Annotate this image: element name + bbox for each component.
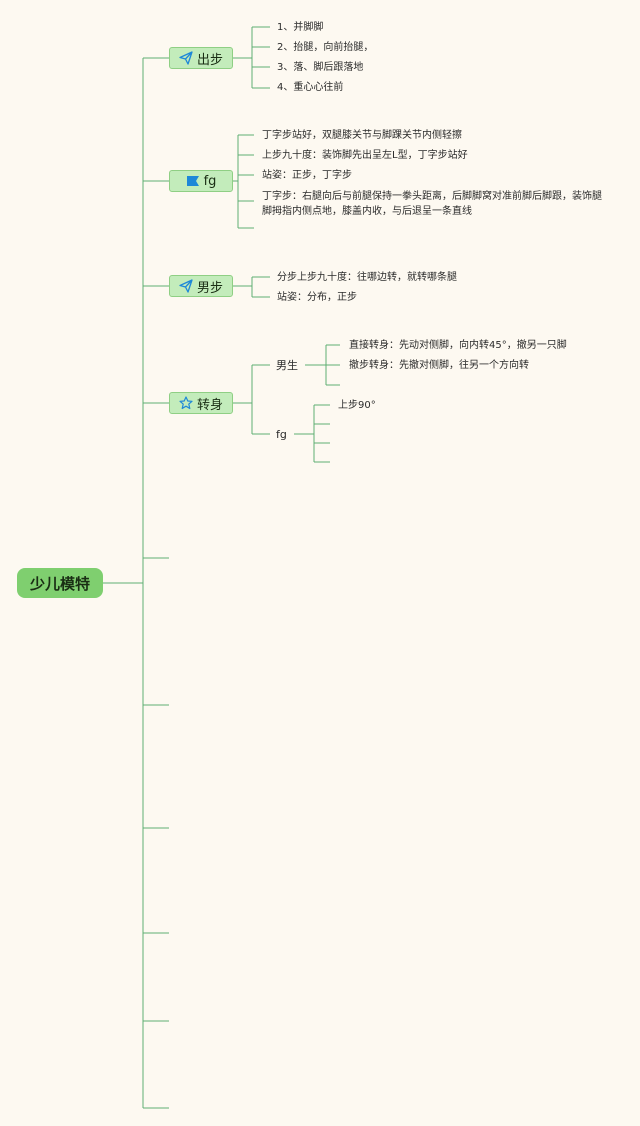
paper-plane-icon: [179, 51, 193, 65]
list-item[interactable]: 站姿：分布，正步: [277, 292, 357, 303]
star-icon: [179, 396, 193, 410]
list-item[interactable]: 站姿：正步，丁字步: [262, 170, 352, 181]
list-item[interactable]: 1、并脚脚: [277, 22, 324, 33]
branch-zhuanshen[interactable]: 转身: [169, 392, 233, 414]
list-item[interactable]: 3、落、脚后跟落地: [277, 62, 364, 73]
list-item[interactable]: 上步九十度：装饰脚先出呈左L型，丁字步站好: [262, 150, 468, 161]
subgroup-label-nansheng[interactable]: 男生: [276, 359, 298, 372]
list-item[interactable]: 丁字步站好，双腿膝关节与脚踝关节内侧轻擦: [262, 130, 462, 141]
list-item[interactable]: 上步90°: [338, 400, 376, 411]
list-item[interactable]: 2、抬腿，向前抬腿，: [277, 42, 374, 53]
list-item[interactable]: 4、重心心往前: [277, 82, 344, 93]
branch-label: 出步: [196, 52, 223, 68]
branch-nanbu[interactable]: 男步: [169, 275, 233, 297]
branch-label: 转身: [196, 397, 223, 413]
list-item[interactable]: 丁字步：右腿向后与前腿保持一拳头距离，后脚脚窝对准前脚后脚跟，装饰腿脚拇指内侧点…: [262, 191, 602, 217]
branch-label: 男步: [196, 280, 223, 296]
flag-icon: [186, 174, 200, 188]
paper-plane-icon: [179, 279, 193, 293]
list-item[interactable]: 分步上步九十度：往哪边转，就转哪条腿: [277, 272, 457, 283]
root-node[interactable]: 少儿模特: [17, 568, 103, 598]
branch-chubu[interactable]: 出步: [169, 47, 233, 69]
list-item[interactable]: 直接转身：先动对侧脚，向内转45°，撤另一只脚: [349, 340, 567, 351]
branch-label: fg: [203, 173, 217, 189]
subgroup-label-fg[interactable]: fg: [276, 428, 287, 441]
list-item[interactable]: 撤步转身：先撤对侧脚，往另一个方向转: [349, 360, 529, 371]
branch-fg[interactable]: fg: [169, 170, 233, 192]
